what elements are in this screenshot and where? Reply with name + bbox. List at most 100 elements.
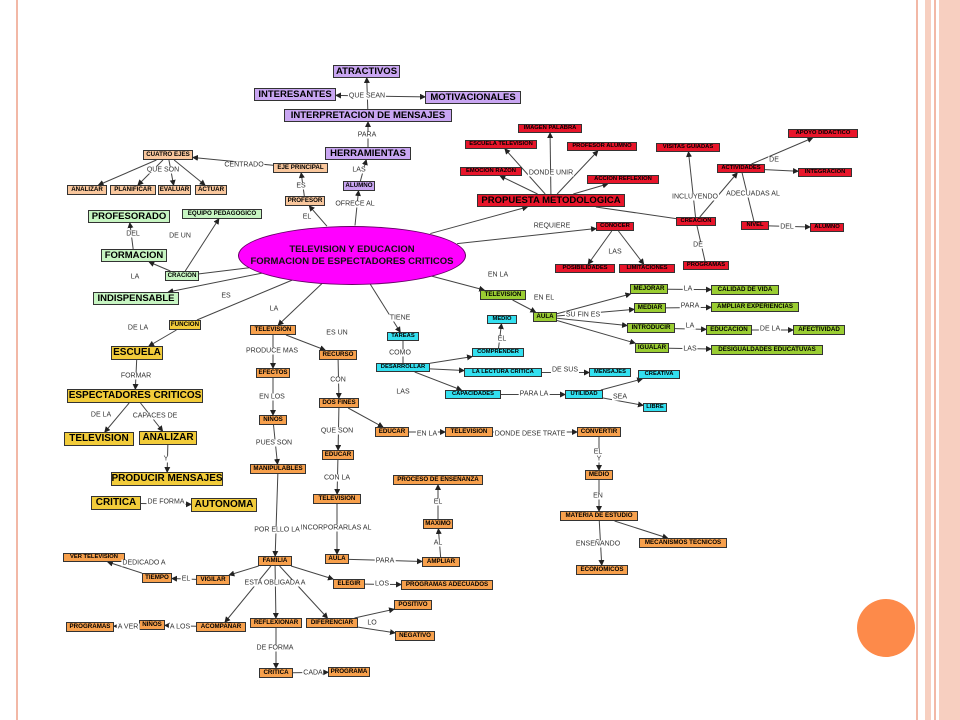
concept-node-capacidades[interactable]: CAPACIDADES [445, 390, 501, 399]
concept-node-ampliar-exp[interactable]: AMPLIAR EXPERIENCIAS [711, 302, 799, 312]
concept-node-propuesta[interactable]: PROPUESTA METODOLOGICA [477, 194, 625, 207]
concept-node-autonoma[interactable]: AUTONOMA [191, 498, 257, 512]
concept-node-interesantes[interactable]: INTERESANTES [254, 88, 336, 101]
concept-node-educar-o1[interactable]: EDUCAR [375, 427, 409, 437]
concept-node-desigualdades[interactable]: DESIGUALDADES EDUCATUVAS [711, 345, 823, 355]
concept-node-planificar[interactable]: PLANIFICAR [110, 185, 156, 195]
concept-node-cracion[interactable]: CRACION [165, 271, 199, 281]
concept-node-interpretacion[interactable]: INTERPRETACION DE MENSAJES [284, 109, 452, 122]
concept-node-apoyo[interactable]: APOYO DIDACTICO [788, 129, 858, 138]
concept-node-formacion[interactable]: FORMACION [101, 249, 167, 262]
concept-node-ver-television[interactable]: VER TELEVISION [63, 553, 125, 562]
concept-node-analizar-y[interactable]: ANALIZAR [139, 431, 197, 445]
concept-node-proceso[interactable]: PROCESO DE ENSEÑANZA [393, 475, 483, 485]
concept-node-ampliar-o[interactable]: AMPLIAR [422, 557, 460, 567]
concept-node-manipulables[interactable]: MANIPULABLES [250, 464, 306, 474]
concept-node-programas-red[interactable]: PROGRAMAS [683, 261, 729, 270]
concept-node-television-lime[interactable]: TELEVISION [480, 290, 526, 300]
concept-node-creativa[interactable]: CREATIVA [638, 370, 680, 379]
concept-node-diferenciar[interactable]: DIFERENCIAR [306, 618, 358, 628]
concept-node-medio-o[interactable]: MEDIO [585, 470, 613, 480]
concept-node-educacion-lime[interactable]: EDUCACION [706, 325, 752, 335]
concept-node-comprender[interactable]: COMPRENDER [472, 348, 524, 357]
concept-node-tareas[interactable]: TAREAS [387, 332, 419, 341]
concept-node-acompanar[interactable]: ACOMPAÑAR [196, 622, 246, 632]
concept-node-herramientas[interactable]: HERRAMIENTAS [325, 147, 411, 160]
concept-node-efectos[interactable]: EFECTOS [256, 368, 290, 378]
concept-node-accion-reflexion[interactable]: ACCION REFLEXION [587, 175, 659, 184]
concept-node-familia[interactable]: FAMILIA [258, 556, 292, 566]
concept-node-posibilidades[interactable]: POSIBILIDADES [555, 264, 615, 273]
concept-node-calidad[interactable]: CALIDAD DE VIDA [711, 285, 779, 295]
concept-node-indispensable[interactable]: INDISPENSABLE [93, 292, 179, 305]
concept-node-dos-fines[interactable]: DOS FINES [319, 398, 359, 408]
concept-node-afectividad[interactable]: AFECTIVIDAD [793, 325, 845, 335]
concept-node-creacion[interactable]: CREACION [676, 217, 716, 226]
concept-node-programas-o[interactable]: PROGRAMAS [66, 622, 114, 632]
concept-node-recurso[interactable]: RECURSO [319, 350, 357, 360]
concept-node-reflexionar[interactable]: REFLEXIONAR [250, 618, 302, 628]
concept-node-analizar-1[interactable]: ANALIZAR [67, 185, 107, 195]
concept-node-aula-lime[interactable]: AULA [533, 312, 557, 322]
concept-node-desarrollar[interactable]: DESARROLLAR [376, 363, 430, 372]
concept-node-aula-o[interactable]: AULA [325, 554, 349, 564]
concept-node-evaluar[interactable]: EVALUAR [158, 185, 191, 195]
concept-node-television-o2[interactable]: TELEVISION [445, 427, 493, 437]
concept-node-economicos[interactable]: ECONOMICOS [576, 565, 628, 575]
concept-node-television-y[interactable]: TELEVISION [64, 432, 134, 446]
concept-node-emocion-razon[interactable]: EMOCION RAZON [460, 167, 522, 176]
concept-node-television-o[interactable]: TELEVISION [250, 325, 296, 335]
concept-node-espectadores[interactable]: ESPECTADORES CRITICOS [67, 389, 203, 403]
concept-node-nivel[interactable]: NIVEL [741, 221, 769, 230]
concept-node-mejorar[interactable]: MEJORAR [630, 284, 668, 294]
concept-node-ninos-o2[interactable]: NIÑOS [139, 620, 165, 630]
concept-node-critica-y[interactable]: CRITICA [91, 496, 141, 510]
concept-node-programas-adec[interactable]: PROGRAMAS ADECUADOS [401, 580, 493, 590]
concept-node-imagen-palabra[interactable]: IMAGEN PALABRA [518, 124, 582, 133]
concept-node-profesor[interactable]: PROFESOR [285, 196, 325, 206]
concept-node-funcion[interactable]: FUNCION [169, 320, 201, 330]
concept-node-vigilar[interactable]: VIGILAR [196, 575, 230, 585]
concept-node-conocer[interactable]: CONOCER [596, 222, 634, 231]
concept-node-mediar[interactable]: MEDIAR [634, 303, 666, 313]
concept-node-motivacionales[interactable]: MOTIVACIONALES [425, 91, 521, 104]
concept-node-television-o3[interactable]: TELEVISION [313, 494, 361, 504]
concept-node-mensajes-cyan[interactable]: MENSAJES [589, 368, 631, 377]
concept-node-medio-cyan[interactable]: MEDIO [487, 315, 517, 324]
concept-node-producir[interactable]: PRODUCIR MENSAJES [111, 472, 223, 486]
concept-node-critica-o[interactable]: CRITICA [259, 668, 293, 678]
concept-node-visitas[interactable]: VISITAS GUIADAS [656, 143, 720, 152]
link-label-l-las4: LAS [395, 388, 411, 396]
concept-node-atractivos[interactable]: ATRACTIVOS [333, 65, 400, 78]
concept-node-tiempo[interactable]: TIEMPO [142, 573, 172, 583]
concept-node-equipo[interactable]: EQUIPO PEDAGOGICO [182, 209, 262, 219]
concept-node-lectura[interactable]: LA LECTURA CRITICA [464, 368, 542, 377]
concept-node-alumno-top[interactable]: ALUMNO [343, 181, 375, 191]
concept-node-positivo[interactable]: POSITIVO [394, 600, 432, 610]
concept-node-escuela-television[interactable]: ESCUELA TELEVISION [465, 140, 537, 149]
concept-node-elegir[interactable]: ELEGIR [333, 579, 365, 589]
concept-node-ninos-o[interactable]: NIÑOS [259, 415, 287, 425]
concept-node-maximo[interactable]: MAXIMO [423, 519, 453, 529]
concept-node-programa-o[interactable]: PROGRAMA [328, 667, 370, 677]
concept-node-introducir[interactable]: INTRODUCIR [627, 323, 675, 333]
concept-node-eje-principal[interactable]: EJE PRINCIPAL [273, 163, 328, 173]
concept-node-mecanismos[interactable]: MECANISMOS TECNICOS [639, 538, 727, 548]
concept-node-cuatro-ejes[interactable]: CUATRO EJES [143, 150, 193, 160]
concept-node-libre[interactable]: LIBRE [643, 403, 667, 412]
concept-node-materia[interactable]: MATERIA DE ESTUDIO [560, 511, 638, 521]
concept-node-escuela[interactable]: ESCUELA [111, 346, 163, 360]
central-topic-node[interactable]: TELEVISION Y EDUCACION FORMACION DE ESPE… [238, 226, 466, 285]
concept-node-profesor-alumno[interactable]: PROFESOR ALUMNO [567, 142, 637, 151]
concept-node-utilidad[interactable]: UTILIDAD [565, 390, 603, 399]
concept-node-integracion[interactable]: INTEGRACION [798, 168, 852, 177]
concept-node-igualar[interactable]: IGUALAR [635, 343, 669, 353]
concept-node-actividades[interactable]: ACTIVIDADES [717, 164, 765, 173]
concept-node-negativo[interactable]: NEGATIVO [395, 631, 435, 641]
concept-node-convertir[interactable]: CONVERTIR [577, 427, 621, 437]
concept-node-limitaciones[interactable]: LIMITACIONES [619, 264, 675, 273]
concept-node-educar-o2[interactable]: EDUCAR [322, 450, 354, 460]
concept-node-alumno-red[interactable]: ALUMNO [810, 223, 844, 232]
concept-node-profesorado[interactable]: PROFESORADO [88, 210, 170, 223]
concept-node-actuar[interactable]: ACTUAR [195, 185, 227, 195]
